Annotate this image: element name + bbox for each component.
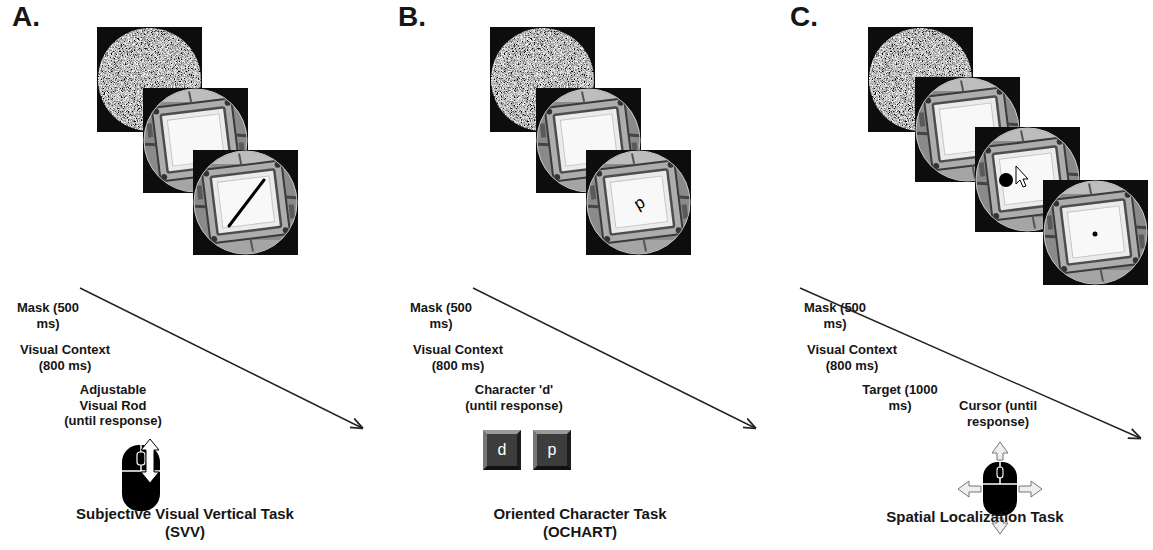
phase-label: Cursor (until response) [942, 398, 1054, 429]
rod-frame [189, 147, 302, 258]
key-cap: p [533, 430, 571, 470]
phase-label: Adjustable Visual Rod (until response) [62, 382, 164, 429]
phase-label: Visual Context (800 ms) [796, 342, 908, 373]
character-frame [582, 147, 695, 258]
panel-title: Subjective Visual Vertical Task (SVV) [60, 505, 310, 541]
target-dot [999, 173, 1013, 187]
phase-label: Mask (500 ms) [401, 300, 481, 331]
cursor-dot [1093, 232, 1098, 237]
phase-label: Visual Context (800 ms) [402, 342, 514, 373]
cursor-frame [1039, 177, 1152, 288]
key-letter: p [548, 441, 557, 459]
phase-label: Mask (500 ms) [795, 300, 875, 331]
key-letter: d [498, 441, 507, 459]
phase-label: Character 'd' (until response) [461, 382, 567, 413]
panel-title: Oriented Character Task (OCHART) [470, 505, 690, 541]
phase-label: Mask (500 ms) [8, 300, 88, 331]
visual-rod [229, 180, 264, 226]
mouse-icon [122, 439, 160, 511]
phase-label: Target (1000 ms) [859, 382, 941, 413]
panel-letter: B. [398, 0, 426, 34]
phase-label: Visual Context (800 ms) [9, 342, 121, 373]
pointer-icon [1016, 166, 1028, 187]
panel-title: Spatial Localization Task [845, 508, 1105, 526]
panel-letter: C. [790, 0, 818, 34]
key-cap: d [483, 430, 521, 470]
panel-letter: A. [12, 0, 40, 34]
